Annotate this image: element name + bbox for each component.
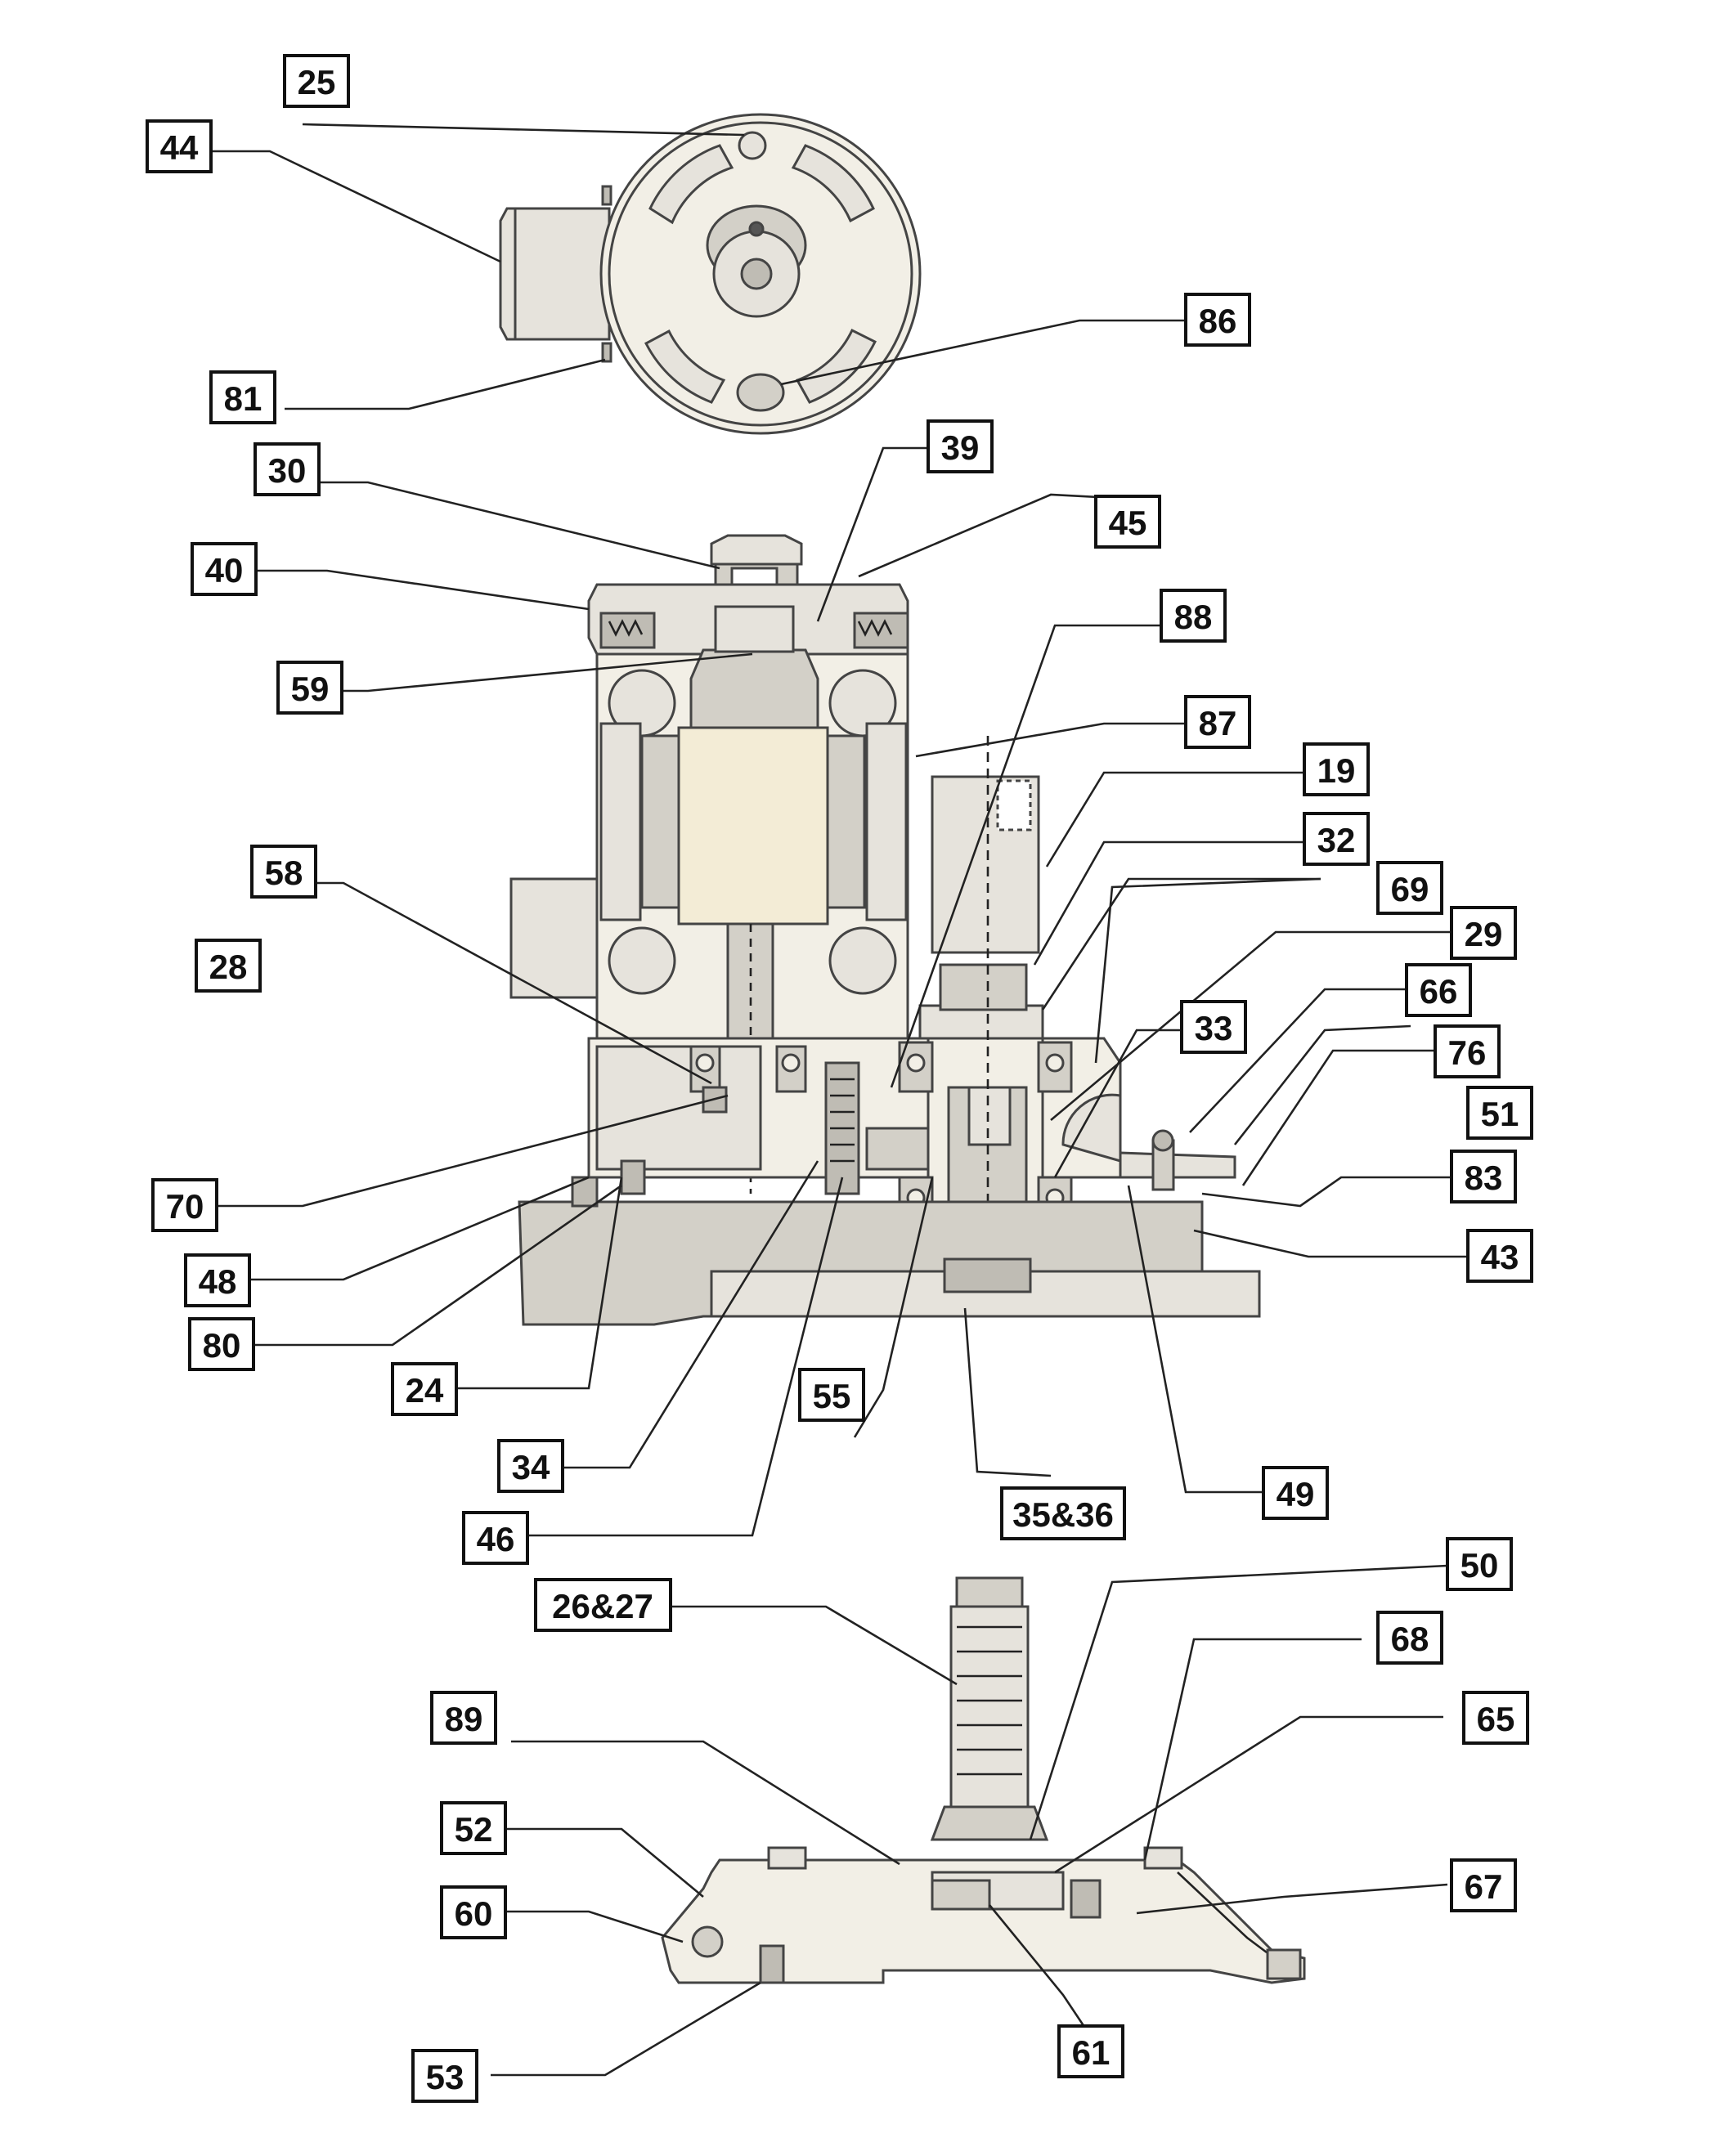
callout-89: 89: [430, 1691, 497, 1745]
svg-text:88: 88: [1174, 598, 1213, 636]
svg-text:50: 50: [1461, 1546, 1499, 1585]
svg-text:44: 44: [160, 128, 199, 167]
svg-text:70: 70: [166, 1187, 204, 1226]
svg-text:86: 86: [1199, 302, 1237, 340]
svg-text:39: 39: [941, 428, 980, 467]
callout-88: 88: [1160, 589, 1227, 643]
callout-40: 40: [191, 542, 258, 596]
svg-text:32: 32: [1317, 821, 1356, 859]
callout-83: 83: [1450, 1150, 1517, 1204]
callout-43: 43: [1466, 1229, 1533, 1283]
svg-text:59: 59: [291, 670, 330, 708]
callout-50: 50: [1446, 1537, 1513, 1591]
callout-86: 86: [1184, 293, 1251, 347]
svg-text:69: 69: [1391, 870, 1429, 908]
callout-59: 59: [276, 661, 343, 715]
svg-text:81: 81: [224, 379, 262, 418]
callout-81: 81: [209, 370, 276, 424]
callout-60: 60: [440, 1885, 507, 1939]
svg-text:76: 76: [1448, 1033, 1487, 1072]
callout-25: 25: [283, 54, 350, 108]
svg-text:48: 48: [199, 1262, 237, 1301]
svg-text:68: 68: [1391, 1620, 1429, 1658]
leader-lines: [211, 123, 1468, 2077]
svg-text:60: 60: [455, 1894, 493, 1933]
callout-44: 44: [146, 119, 213, 173]
callout-19: 19: [1303, 742, 1370, 796]
callout-26-27: 26&27: [534, 1578, 672, 1632]
motor-gearbox-section: [509, 534, 1261, 1326]
svg-text:30: 30: [268, 451, 307, 490]
callout-53: 53: [411, 2049, 478, 2103]
callout-32: 32: [1303, 812, 1370, 866]
callout-69: 69: [1376, 861, 1443, 915]
callout-58: 58: [250, 845, 317, 899]
callout-35-36: 35&36: [1000, 1486, 1126, 1540]
callout-48: 48: [184, 1253, 251, 1307]
svg-text:43: 43: [1481, 1238, 1519, 1276]
callout-33: 33: [1180, 1000, 1247, 1054]
callout-55: 55: [798, 1368, 865, 1422]
pump-base-section: [661, 1576, 1306, 1984]
svg-text:66: 66: [1420, 972, 1458, 1011]
svg-text:51: 51: [1481, 1095, 1519, 1133]
svg-text:65: 65: [1477, 1700, 1515, 1738]
svg-text:58: 58: [265, 854, 303, 892]
callout-29: 29: [1450, 906, 1517, 960]
callout-24: 24: [391, 1362, 458, 1416]
svg-text:52: 52: [455, 1810, 493, 1849]
callout-76: 76: [1434, 1024, 1501, 1078]
callout-66: 66: [1405, 963, 1472, 1017]
callout-46: 46: [462, 1511, 529, 1565]
callout-87: 87: [1184, 695, 1251, 749]
svg-text:33: 33: [1195, 1009, 1233, 1047]
callout-39: 39: [927, 419, 994, 473]
callout-30: 30: [254, 442, 321, 496]
callout-51: 51: [1466, 1086, 1533, 1140]
callout-52: 52: [440, 1801, 507, 1855]
svg-text:25: 25: [298, 63, 336, 101]
svg-text:87: 87: [1199, 704, 1237, 742]
svg-text:26&27: 26&27: [552, 1587, 653, 1625]
svg-text:46: 46: [477, 1520, 515, 1558]
svg-text:34: 34: [512, 1448, 550, 1486]
callout-67: 67: [1450, 1858, 1517, 1912]
svg-text:40: 40: [205, 551, 244, 589]
callout-28: 28: [195, 939, 262, 993]
svg-text:45: 45: [1109, 504, 1147, 542]
svg-text:28: 28: [209, 948, 248, 986]
svg-text:53: 53: [426, 2058, 464, 2096]
svg-text:83: 83: [1465, 1159, 1503, 1197]
callout-45: 45: [1094, 495, 1161, 549]
svg-text:35&36: 35&36: [1012, 1495, 1114, 1534]
motor-top-view: [499, 113, 922, 435]
callout-80: 80: [188, 1317, 255, 1371]
svg-text:67: 67: [1465, 1867, 1503, 1906]
callout-49: 49: [1262, 1466, 1329, 1520]
callout-68: 68: [1376, 1611, 1443, 1665]
svg-text:55: 55: [813, 1377, 851, 1415]
callout-70: 70: [151, 1178, 218, 1232]
callout-61: 61: [1057, 2024, 1124, 2078]
svg-text:49: 49: [1277, 1475, 1315, 1513]
callout-labels: 25 44 86 81 39 30 45 40 88 59 87 19 32 5…: [146, 54, 1533, 2103]
callout-65: 65: [1462, 1691, 1529, 1745]
svg-text:19: 19: [1317, 751, 1356, 790]
svg-text:61: 61: [1072, 2033, 1111, 2072]
svg-text:89: 89: [445, 1700, 483, 1738]
svg-text:29: 29: [1465, 915, 1503, 953]
svg-text:24: 24: [406, 1371, 444, 1410]
callout-34: 34: [497, 1439, 564, 1493]
svg-text:80: 80: [203, 1326, 241, 1365]
